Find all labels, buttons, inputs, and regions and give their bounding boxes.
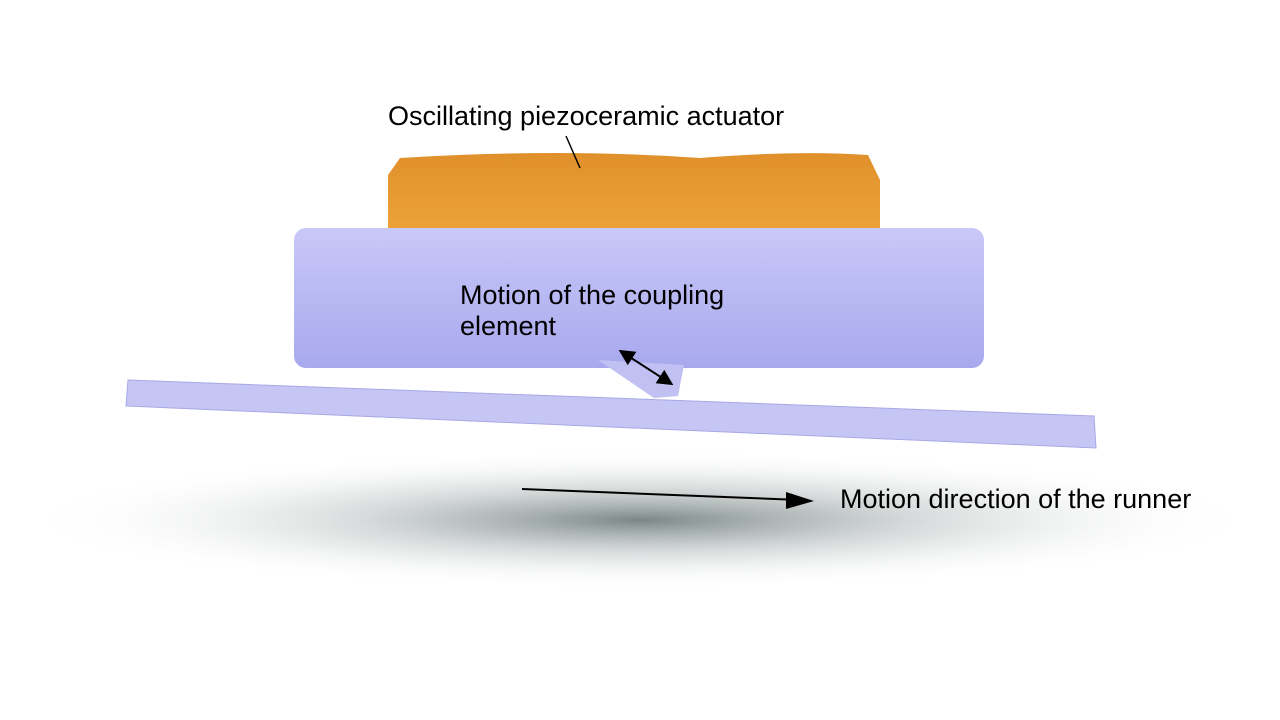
runner-direction-arrow xyxy=(521,488,801,501)
stator-block xyxy=(294,228,984,368)
actuator-label: Oscillating piezoceramic actuator xyxy=(388,101,785,131)
runner-arrowhead xyxy=(786,492,814,509)
shadow xyxy=(20,450,1260,590)
actuator-leader-line xyxy=(565,135,581,169)
runner-rod xyxy=(125,379,1097,449)
coupling-label: Motion of the coupling element xyxy=(460,280,725,341)
runner-label: Motion direction of the runner xyxy=(840,484,1192,514)
coupling-element xyxy=(598,360,684,398)
coupling-motion-arrow xyxy=(618,349,674,386)
piezo-actuator xyxy=(388,153,880,232)
